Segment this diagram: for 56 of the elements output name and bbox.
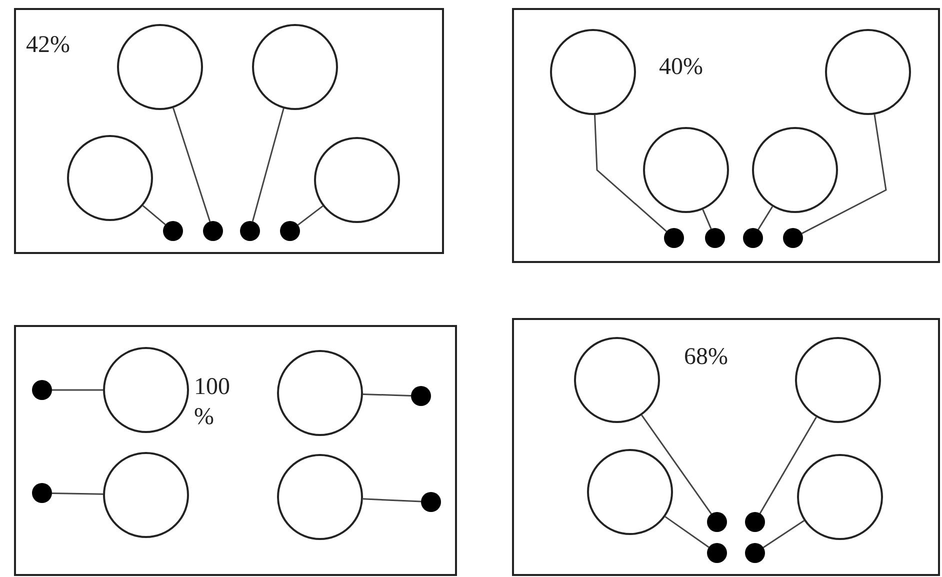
panel-box (512, 8, 940, 263)
dot (32, 482, 52, 502)
circle (116, 24, 202, 110)
panel-box (512, 318, 940, 576)
connector-line (298, 205, 324, 226)
dot (744, 542, 764, 562)
circle (574, 336, 660, 422)
connector-line (759, 416, 817, 514)
dot (280, 220, 300, 240)
circle (314, 136, 400, 222)
connector-line (762, 520, 804, 548)
panel-box (14, 8, 444, 254)
connector-line (594, 114, 667, 232)
connector-line (758, 206, 774, 230)
circle (252, 24, 338, 110)
connector-line (172, 108, 211, 222)
connector-line (52, 389, 103, 391)
connector-line (142, 205, 166, 226)
dot (704, 228, 724, 248)
dot (706, 512, 726, 532)
circle (550, 28, 636, 114)
circle (642, 126, 728, 212)
circle (276, 350, 362, 436)
dot (202, 220, 222, 240)
dot (782, 228, 802, 248)
circle (102, 452, 188, 538)
dot (706, 542, 726, 562)
connector-line (802, 114, 887, 234)
connector-line (641, 414, 712, 514)
circle (794, 336, 880, 422)
circle (824, 28, 910, 114)
dot (744, 512, 764, 532)
dot (240, 220, 260, 240)
circle (66, 134, 152, 220)
dot (410, 386, 430, 406)
connector-line (362, 498, 422, 502)
percentage-label: 40% (659, 53, 703, 82)
dot (162, 220, 182, 240)
circle (276, 454, 362, 540)
connector-line (664, 516, 710, 548)
percentage-label: 68% (684, 343, 728, 372)
circle (586, 448, 672, 534)
dot (664, 228, 684, 248)
connector-line (702, 209, 712, 230)
dot (420, 492, 440, 512)
connector-line (362, 394, 412, 396)
dot (32, 380, 52, 400)
dot (742, 228, 762, 248)
circle (796, 454, 882, 540)
connector-line (252, 108, 284, 222)
circle (752, 126, 838, 212)
percentage-label: 42% (26, 31, 70, 60)
circle (102, 346, 188, 432)
panel-box (14, 325, 457, 576)
percentage-label: 100 % (194, 373, 231, 432)
connector-line (52, 492, 104, 495)
